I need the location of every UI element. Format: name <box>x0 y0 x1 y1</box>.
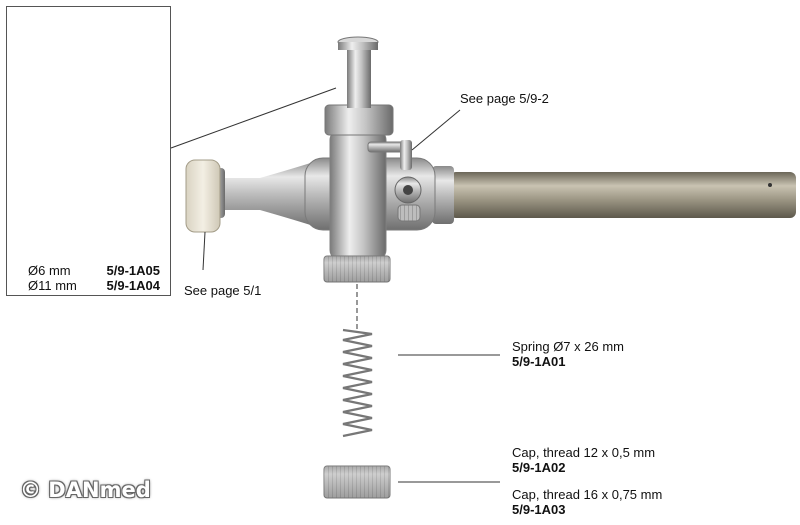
inset-size: Ø11 mm <box>28 278 77 293</box>
cap1-desc: Cap, thread 12 x 0,5 mm <box>512 445 656 460</box>
inset-code: 5/9-1A04 <box>106 278 160 293</box>
inset-size: Ø6 mm <box>28 263 71 278</box>
danmed-watermark: © DANmed <box>20 478 151 502</box>
valve-instrument <box>185 36 796 283</box>
spring-illustration <box>342 328 373 438</box>
inset-row-6mm: Ø6 mm 5/9-1A05 <box>28 263 160 278</box>
spring-code: 5/9-1A01 <box>512 354 566 369</box>
inset-leader-line <box>170 87 337 149</box>
cap2-callout: Cap, thread 16 x 0,75 mm 5/9-1A03 <box>512 487 662 517</box>
inset-frame <box>6 6 171 296</box>
cap1-code: 5/9-1A02 <box>512 460 566 475</box>
cap1-callout: Cap, thread 12 x 0,5 mm 5/9-1A02 <box>512 445 655 475</box>
spring-callout: Spring Ø7 x 26 mm 5/9-1A01 <box>512 339 624 369</box>
spring-desc: Spring Ø7 x 26 mm <box>512 339 624 354</box>
inset-code: 5/9-1A05 <box>106 263 160 278</box>
see-page-left-label: See page 5/1 <box>184 283 262 298</box>
see-page-top-leader <box>411 109 461 151</box>
cap-illustration <box>323 465 391 499</box>
cap2-code: 5/9-1A03 <box>512 502 566 517</box>
see-page-top-label: See page 5/9-2 <box>460 91 549 106</box>
inset-row-11mm: Ø11 mm 5/9-1A04 <box>28 278 160 293</box>
see-page-left-leader <box>202 231 206 271</box>
inset-size-table: Ø6 mm 5/9-1A05 Ø11 mm 5/9-1A04 <box>28 263 160 293</box>
cap2-desc: Cap, thread 16 x 0,75 mm <box>512 487 663 502</box>
